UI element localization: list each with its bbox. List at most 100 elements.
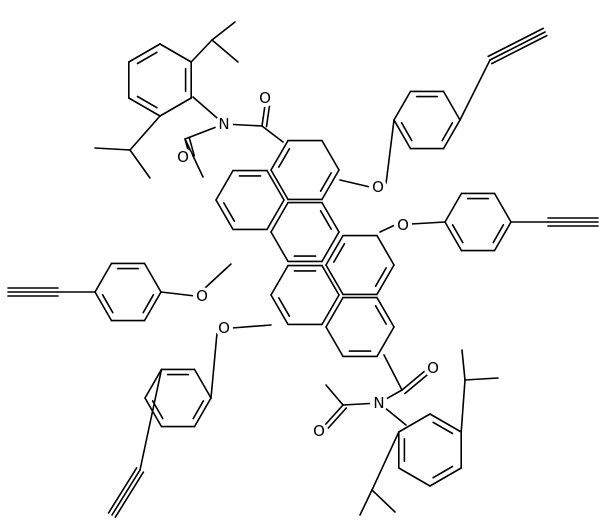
bond-line xyxy=(128,97,161,117)
bond-line xyxy=(190,39,213,63)
bond-line xyxy=(215,169,234,201)
bond-line xyxy=(144,368,163,399)
imide-nitrogen-top: N xyxy=(215,115,233,133)
bond-line xyxy=(160,291,196,297)
bond-line xyxy=(487,27,545,58)
bond-line xyxy=(325,296,344,328)
bond-line xyxy=(325,234,344,266)
bond-line xyxy=(400,122,413,142)
bond-line xyxy=(324,404,344,426)
bond-line xyxy=(261,104,266,127)
svg-text:O: O xyxy=(427,359,439,377)
bond-line xyxy=(393,90,412,121)
bond-line xyxy=(211,39,239,63)
bond-line xyxy=(136,51,158,65)
bond-line xyxy=(270,294,289,326)
carbonyl-oxygen-right: O xyxy=(424,359,442,377)
bond-line xyxy=(460,379,466,433)
bond-line xyxy=(270,201,289,233)
bond-line xyxy=(492,224,505,244)
bond-line xyxy=(277,148,291,168)
bond-line xyxy=(223,202,236,222)
bond-line xyxy=(321,231,340,263)
bond-line xyxy=(432,421,454,435)
bond-lines xyxy=(7,21,599,518)
bond-line xyxy=(461,349,466,381)
bond-line xyxy=(371,489,396,513)
bond-line xyxy=(376,234,395,266)
svg-text:O: O xyxy=(313,422,325,440)
bond-line xyxy=(94,291,113,322)
bond-line xyxy=(432,465,454,479)
ether-oxygen-4: O xyxy=(215,319,233,337)
bond-line xyxy=(129,115,161,151)
bond-line xyxy=(193,368,212,399)
bond-line xyxy=(489,31,546,61)
bond-line xyxy=(374,267,388,288)
bond-line xyxy=(184,138,204,178)
svg-text:O: O xyxy=(259,89,271,107)
bond-line xyxy=(429,467,463,487)
bond-line xyxy=(143,262,162,293)
bond-line xyxy=(493,221,512,252)
bond-line xyxy=(327,407,348,429)
bond-line xyxy=(325,264,344,296)
bond-line xyxy=(261,125,284,143)
bond-line xyxy=(319,210,333,230)
svg-text:O: O xyxy=(372,178,384,196)
bond-line xyxy=(266,169,285,201)
bond-line xyxy=(136,95,158,109)
carbonyl-oxygen-bottom: O xyxy=(310,422,328,440)
ether-oxygen-1: O xyxy=(369,178,387,196)
bond-line xyxy=(270,169,289,201)
bond-line xyxy=(442,119,461,150)
carbonyl-oxygen-left: O xyxy=(174,148,192,166)
bond-line xyxy=(270,139,289,171)
bond-line xyxy=(321,294,340,326)
bond-line xyxy=(397,413,431,433)
bond-line xyxy=(192,399,205,420)
bond-line xyxy=(210,332,218,399)
svg-text:O: O xyxy=(196,287,208,305)
bond-line xyxy=(321,201,340,233)
bond-line xyxy=(374,304,388,325)
svg-text:O: O xyxy=(218,319,230,337)
bond-line xyxy=(215,199,234,231)
bond-line xyxy=(144,397,163,428)
bond-line xyxy=(266,199,285,231)
bond-line xyxy=(385,119,395,185)
bond-line xyxy=(376,326,395,358)
bond-line xyxy=(107,467,138,514)
bond-line xyxy=(321,264,340,296)
bond-line xyxy=(371,431,400,491)
bond-line xyxy=(459,59,491,121)
bond-line xyxy=(493,192,512,223)
bond-line xyxy=(211,21,236,41)
ether-oxygen-2: O xyxy=(394,216,412,234)
bond-line xyxy=(94,262,113,293)
bond-line xyxy=(129,149,151,179)
imide-nitrogen-bottom: N xyxy=(370,394,388,412)
bond-line xyxy=(393,119,412,150)
bond-line xyxy=(444,221,463,252)
svg-text:O: O xyxy=(397,216,409,234)
bond-line xyxy=(376,264,395,296)
bond-line xyxy=(376,296,395,328)
bond-line xyxy=(142,293,155,314)
bond-line xyxy=(325,384,344,406)
bond-line xyxy=(159,43,192,63)
bond-line xyxy=(114,471,145,518)
bond-line xyxy=(277,297,291,318)
bond-line xyxy=(321,169,340,201)
bond-line xyxy=(143,291,162,322)
bond-line xyxy=(193,397,212,428)
bond-line xyxy=(128,43,161,63)
bond-line xyxy=(464,377,499,381)
bond-line xyxy=(401,369,427,391)
bond-line xyxy=(188,137,196,157)
bond-line xyxy=(404,372,430,395)
bond-line xyxy=(204,263,232,289)
atom-labels: O O O O N N O O O O xyxy=(174,89,442,440)
bond-line xyxy=(332,243,346,263)
